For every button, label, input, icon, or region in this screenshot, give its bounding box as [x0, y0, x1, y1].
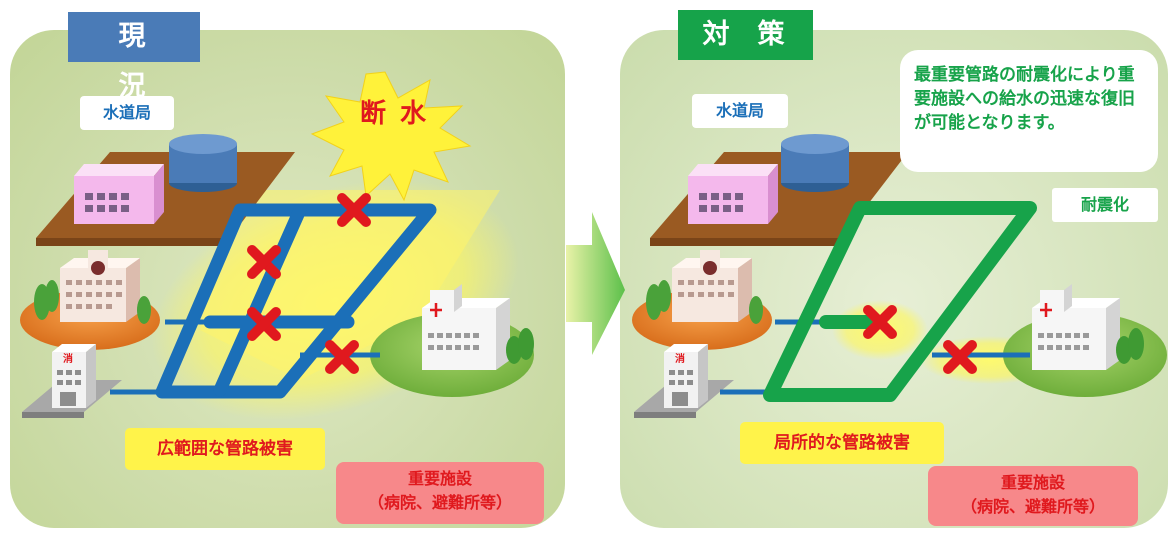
countermeasure-tab-title: 対策: [678, 10, 813, 60]
outage-label: 断水: [359, 99, 440, 129]
important-facility-label: 重要施設 （病院、避難所等）: [336, 462, 544, 524]
facility-label-line2: （病院、避難所等）: [960, 497, 1105, 516]
tree-icon: [34, 280, 151, 324]
water-bureau-label: 水道局: [692, 94, 788, 128]
seismic-retrofit-label: 耐震化: [1052, 188, 1158, 222]
fire-station-icon: 消: [63, 354, 73, 365]
hospital-icon: [1040, 303, 1052, 317]
fire-station-icon: 消: [675, 354, 685, 365]
countermeasure-note: 最重要管路の耐震化により重要施設への給水の迅速な復旧が可能となります。: [900, 50, 1158, 172]
facility-label-line1: 重要施設: [407, 469, 472, 488]
outage-starburst: [310, 71, 472, 202]
facility-label-line1: 重要施設: [1000, 473, 1065, 492]
widespread-damage-label: 広範囲な管路被害: [125, 428, 325, 470]
important-facility-label: 重要施設 （病院、避難所等）: [928, 466, 1138, 526]
facility-label-line2: （病院、避難所等）: [367, 493, 512, 512]
water-bureau-label: 水道局: [80, 96, 174, 130]
arrow-right-icon: [566, 212, 625, 355]
local-damage-label: 局所的な管路被害: [740, 422, 944, 464]
cross-mark-icon: [247, 193, 371, 374]
